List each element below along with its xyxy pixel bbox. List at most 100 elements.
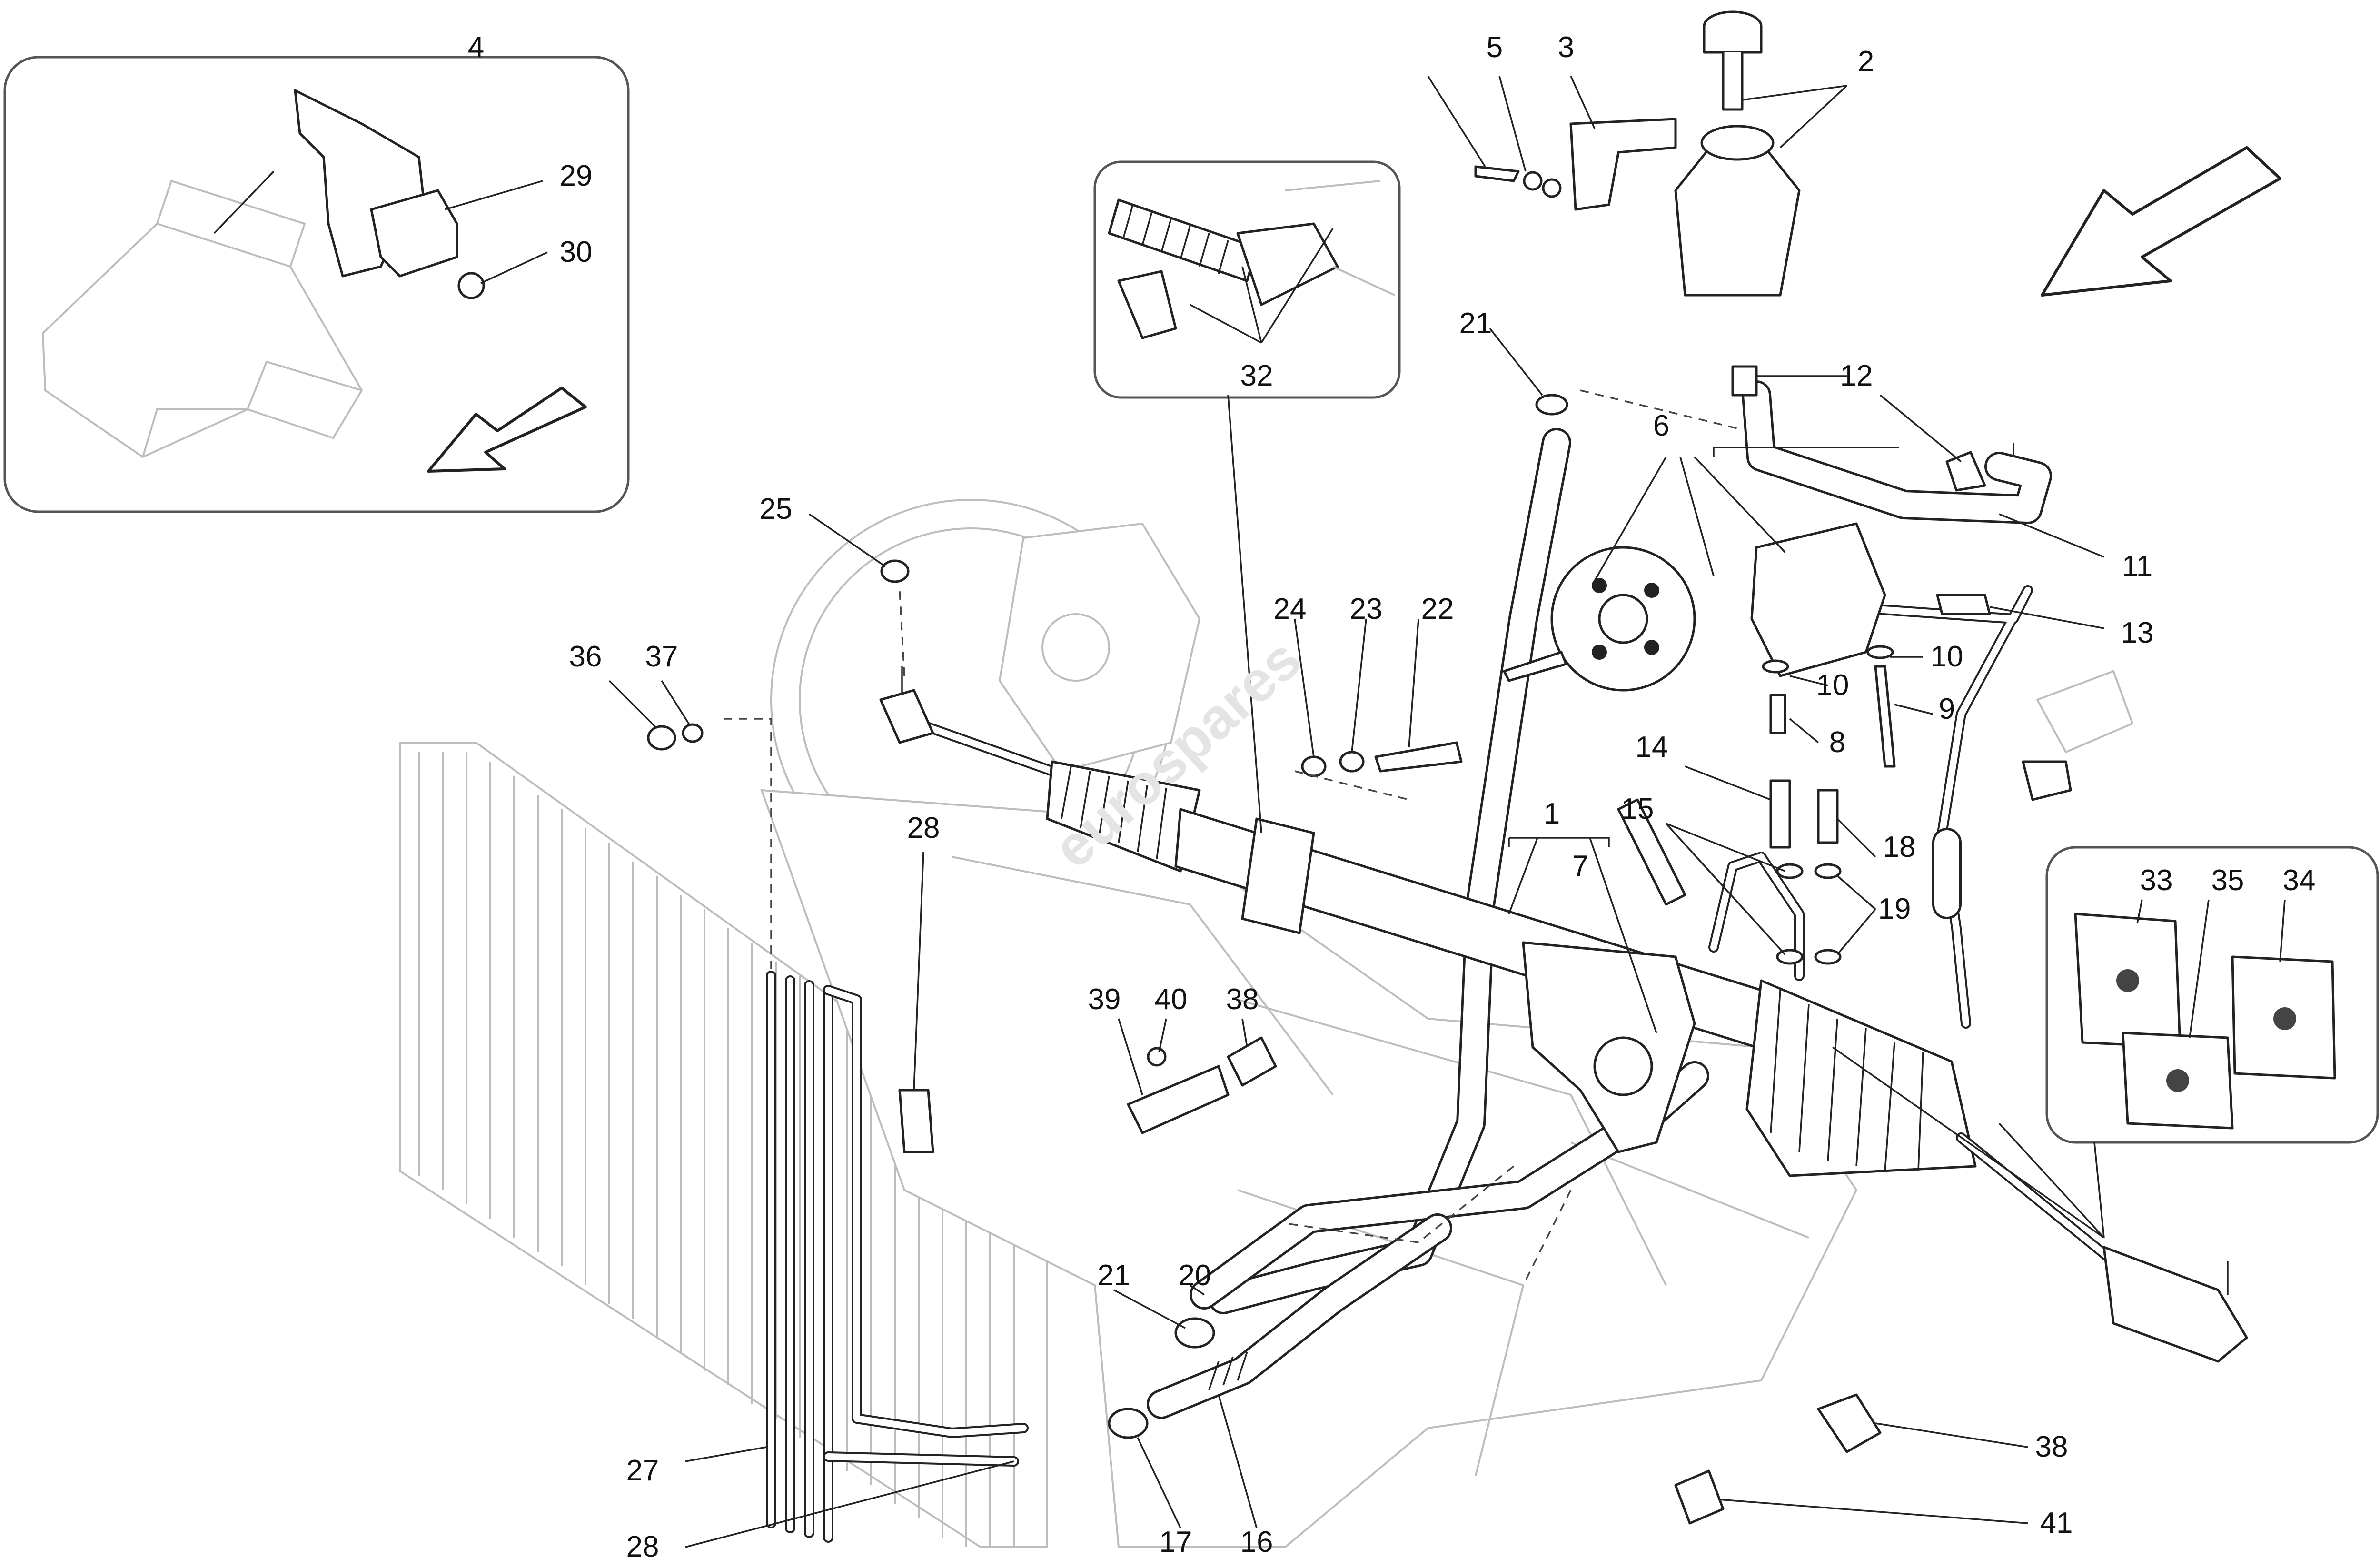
reservoir-body	[1674, 141, 1801, 297]
inset-nut-30	[457, 272, 485, 299]
washer-15a	[1776, 863, 1804, 879]
ghost-subframe-lines	[952, 856, 1809, 1476]
callout-21-low: 21	[1098, 1259, 1130, 1292]
rack-input-pipe-stub	[1617, 798, 1686, 906]
callout-35: 35	[2211, 864, 2244, 897]
clip-33-hole	[2116, 969, 2139, 992]
callout-24: 24	[1274, 593, 1307, 625]
washer-10b	[1866, 645, 1894, 659]
inset-32-ghost	[1285, 180, 1395, 296]
cooler-pipes	[766, 971, 1029, 1543]
inset-rack-clamp-detail	[1093, 160, 1401, 399]
inset-ghost-lines	[142, 179, 362, 457]
leader-clips-main	[1832, 1046, 2105, 1239]
leader-28b	[685, 1460, 1014, 1548]
guide-36-37	[724, 718, 772, 976]
bolt-9	[1874, 665, 1896, 768]
leader-clips	[2136, 899, 2286, 1038]
callout-25: 25	[760, 493, 793, 526]
leader-lines	[608, 76, 2105, 1548]
callout-38-lower: 38	[2035, 1430, 2068, 1463]
leader-24	[1294, 618, 1315, 757]
leader-16	[1218, 1394, 1258, 1528]
callout-41: 41	[2040, 1507, 2073, 1539]
leader-21-top	[1489, 327, 1543, 396]
rack-boot-right	[1745, 979, 1977, 1177]
callout-15: 15	[1621, 793, 1654, 825]
inset-32-clamp	[1236, 222, 1339, 306]
callout-17: 17	[1160, 1526, 1192, 1558]
callout-37: 37	[645, 640, 678, 673]
inset-leader-line	[213, 170, 275, 234]
leader-21-low	[1113, 1289, 1186, 1329]
inset-bracket-detail	[3, 56, 630, 513]
callout-21-top: 21	[1459, 307, 1492, 340]
washer-5	[1523, 171, 1543, 191]
bolt-4	[1474, 165, 1520, 182]
guide-25	[899, 590, 905, 676]
leader-32	[1190, 228, 1334, 344]
callout-18: 18	[1883, 831, 1916, 863]
callout-6: 6	[1653, 409, 1669, 442]
callout-27: 27	[626, 1454, 659, 1487]
leader-19	[1836, 875, 1876, 955]
washer-19a	[1814, 863, 1842, 879]
callout-1: 1	[1544, 797, 1560, 830]
pipe-clamp-28	[898, 1089, 934, 1153]
callout-22: 22	[1421, 593, 1454, 625]
leader-14	[1685, 765, 1771, 801]
nut-36	[647, 725, 676, 751]
leader-2	[1742, 85, 1848, 149]
callout-13: 13	[2121, 616, 2154, 649]
ghost-hub	[1041, 613, 1110, 682]
callout-10-right: 10	[1931, 640, 1964, 673]
leader-37	[661, 680, 691, 726]
hose-16-sleeve	[1208, 1351, 1248, 1390]
reservoir-bracket-3	[1569, 118, 1677, 211]
leader-23	[1351, 618, 1367, 753]
callout-14: 14	[1636, 731, 1668, 764]
washer-15b	[1776, 949, 1804, 965]
hose-clamp-17	[1108, 1408, 1149, 1439]
callout-23: 23	[1350, 593, 1383, 625]
hose-clamp-12b	[1945, 451, 1986, 492]
clip-38-upper	[1227, 1036, 1277, 1087]
rack-boot-left-ribs	[1061, 766, 1167, 860]
bolt-18	[1817, 789, 1839, 844]
leader-27	[685, 1446, 767, 1462]
leader-30	[480, 251, 548, 284]
rack-mount-clamp	[1241, 817, 1315, 934]
leader-41	[1718, 1499, 2028, 1524]
bracket-1	[1508, 837, 1610, 847]
pump-body	[1750, 522, 1886, 677]
hose-clamp-21-low	[1174, 1317, 1215, 1349]
washer-23	[1339, 751, 1365, 773]
inset-ghost-body	[41, 222, 363, 458]
clip-38-lower	[1817, 1393, 1882, 1453]
leader-12	[1756, 375, 1962, 463]
leader-38-lower	[1875, 1422, 2028, 1448]
sensor-bracket-right	[2022, 760, 2072, 801]
leader-5	[1498, 76, 1527, 172]
bracket-6	[1713, 443, 2014, 457]
clip-34-hole	[2273, 1007, 2296, 1030]
callout-19: 19	[1878, 893, 1911, 925]
callout-28-bottom: 28	[626, 1530, 659, 1563]
leader-40	[1158, 1018, 1167, 1052]
inset-32-boot-ribs	[1122, 204, 1229, 274]
reservoir-assembly	[1474, 10, 1986, 492]
bolt-22	[1374, 741, 1463, 773]
callout-7: 7	[1572, 850, 1588, 883]
callout-9: 9	[1939, 693, 1955, 725]
leader-3	[1570, 76, 1596, 129]
washer-24	[1301, 755, 1327, 777]
callout-16: 16	[1240, 1526, 1273, 1558]
callout-29: 29	[560, 159, 593, 192]
bolt-14	[1769, 779, 1791, 849]
nut-40	[1147, 1047, 1167, 1067]
pump-pulley-hub	[1598, 594, 1648, 644]
hose-clamp-12	[1731, 365, 1758, 397]
leader-1-7	[1508, 837, 1657, 1033]
guide-22-24	[1294, 770, 1409, 801]
hose-clamp-21-top	[1535, 394, 1568, 416]
